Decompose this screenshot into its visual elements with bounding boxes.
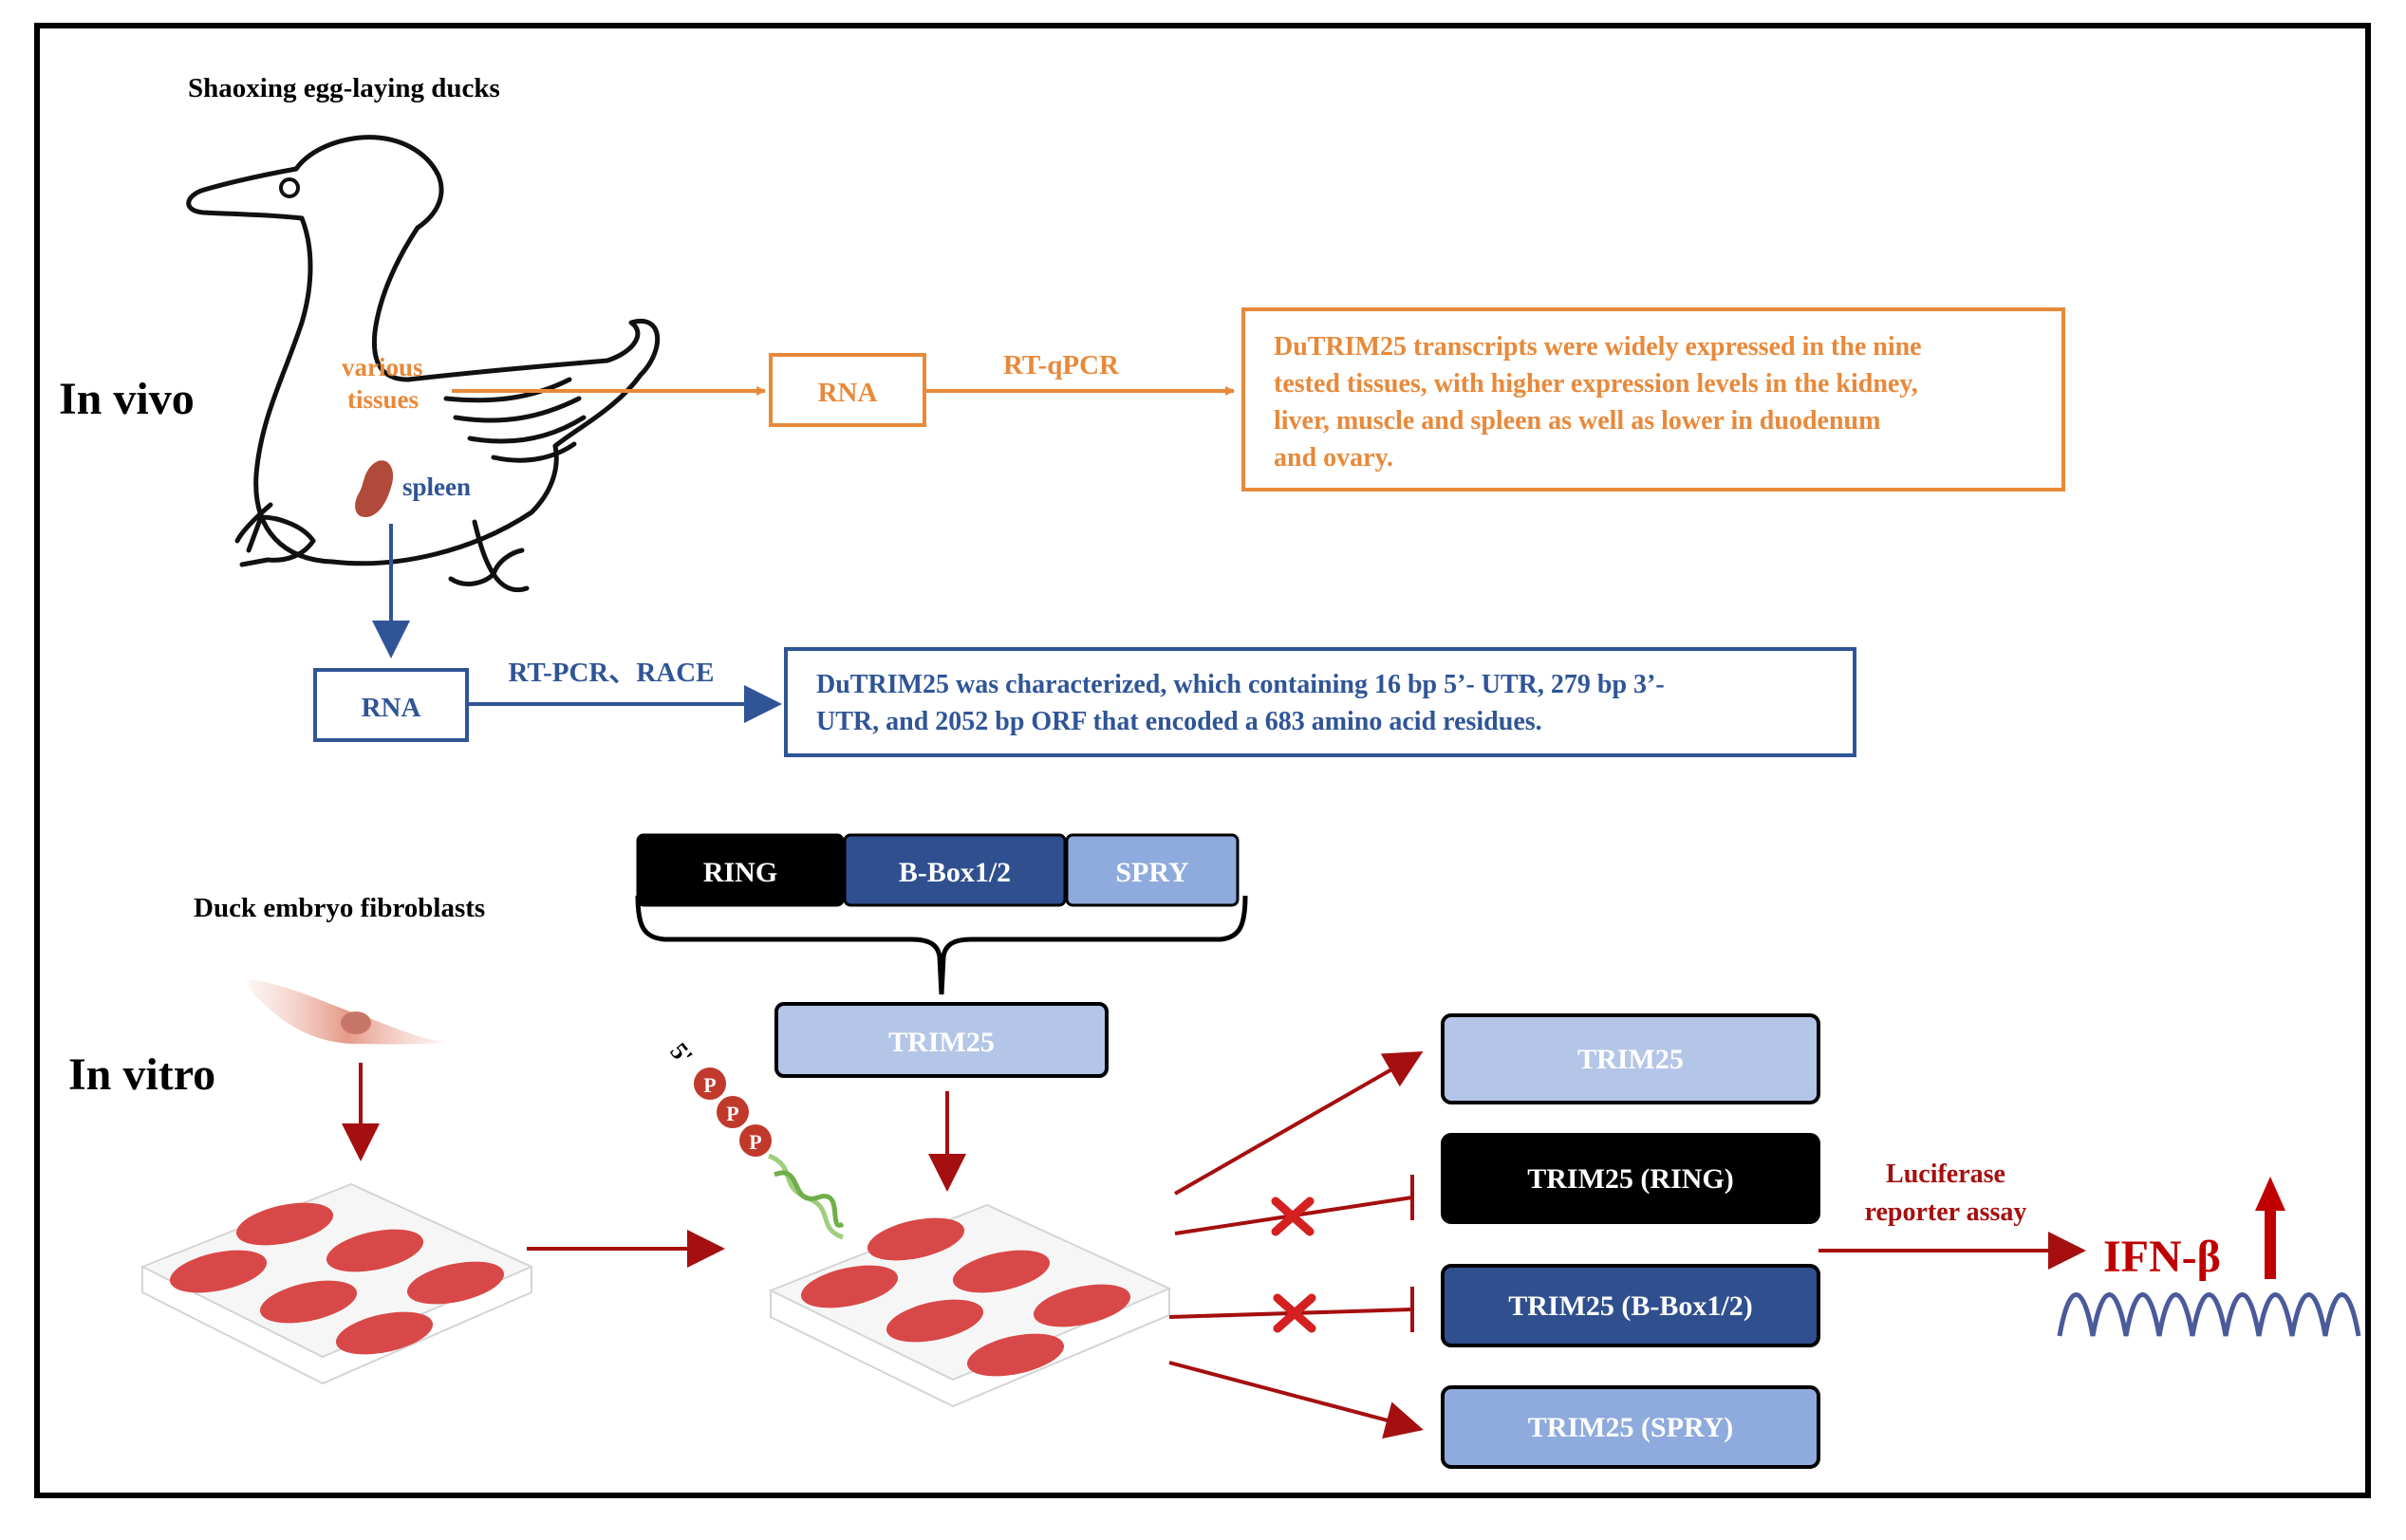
domain-spry-box	[1065, 833, 1240, 907]
construct-spry-box	[1441, 1385, 1820, 1469]
domain-bbox-label: B-Box1/2	[899, 857, 1011, 888]
in-vivo-label: In vivo	[59, 374, 195, 424]
spleen-icon	[355, 460, 394, 517]
ppp-letter-1: P	[703, 1073, 716, 1097]
construct-spry-label: TRIM25 (SPRY)	[1528, 1412, 1733, 1443]
up-arrow-icon	[2255, 1177, 2285, 1279]
fibroblast-cell-icon	[248, 979, 446, 1045]
arrow-to-trim25	[1174, 1051, 1424, 1196]
ppp-letter-3: P	[749, 1130, 761, 1154]
cross-mark-icon	[1273, 1293, 1316, 1333]
spleen-label: spleen	[402, 473, 471, 501]
construct-bbox-label: TRIM25 (B-Box1/2)	[1508, 1290, 1753, 1322]
construct-ring-label: TRIM25 (RING)	[1527, 1163, 1734, 1195]
tissue-label-line2: tissues	[347, 385, 419, 414]
result-orange-line1: DuTRIM25 transcripts were widely express…	[1274, 332, 1922, 362]
assay-label-line2: reporter assay	[1865, 1197, 2027, 1227]
domain-brace	[635, 895, 1248, 995]
cross-mark-icon	[1271, 1197, 1315, 1236]
result-blue-line1: DuTRIM25 was characterized, which contai…	[816, 670, 1665, 699]
result-box-orange	[1241, 307, 2065, 492]
rna-label-blue: RNA	[362, 693, 421, 723]
duck-icon	[186, 135, 661, 593]
domain-bbox-box	[843, 833, 1067, 907]
5ppp-prefix: 5'	[664, 1037, 698, 1069]
rtqpcr-label: RT-qPCR	[1003, 350, 1120, 380]
mrna-wave-icon	[2057, 1292, 2361, 1337]
duck-eye-icon	[279, 177, 300, 198]
domain-spry-label: SPRY	[1115, 857, 1189, 888]
construct-trim25-box	[1441, 1013, 1820, 1104]
ifnb-label: IFN-β	[2103, 1232, 2221, 1282]
5ppp-rna-icon: 5' P P P	[664, 1037, 845, 1240]
trim25-full-label: TRIM25	[888, 1027, 995, 1058]
result-blue-line2: UTR, and 2052 bp ORF that encoded a 683 …	[816, 707, 1542, 736]
in-vitro-label: In vitro	[68, 1049, 215, 1100]
fibroblasts-title: Duck embryo fibroblasts	[194, 893, 485, 923]
result-box-blue	[784, 647, 1856, 757]
result-orange-line4: and ovary.	[1274, 443, 1393, 473]
result-orange-line2: tested tissues, with higher expression l…	[1274, 369, 1918, 399]
ducks-title: Shaoxing egg-laying ducks	[188, 73, 500, 103]
rtpcr-race-label: RT-PCR、RACE	[508, 658, 714, 688]
tissue-label-line1: various	[342, 353, 423, 381]
rna-label-orange: RNA	[818, 378, 878, 408]
culture-plate-2	[768, 1203, 1172, 1408]
construct-ring-box	[1441, 1133, 1820, 1224]
construct-trim25-label: TRIM25	[1577, 1044, 1684, 1075]
ppp-letter-2: P	[726, 1102, 738, 1125]
result-orange-line3: liver, muscle and spleen as well as lowe…	[1274, 406, 1880, 436]
arrow-to-trim25-spry	[1168, 1361, 1424, 1439]
culture-plate-1	[140, 1182, 534, 1385]
construct-bbox-box	[1441, 1264, 1820, 1347]
domain-ring-label: RING	[703, 857, 777, 888]
rna-box-orange	[769, 353, 926, 427]
trim25-full-box	[774, 1002, 1109, 1078]
domain-ring-box	[636, 833, 845, 907]
assay-label-line1: Luciferase	[1886, 1160, 2005, 1189]
figure-frame	[34, 23, 2371, 1498]
